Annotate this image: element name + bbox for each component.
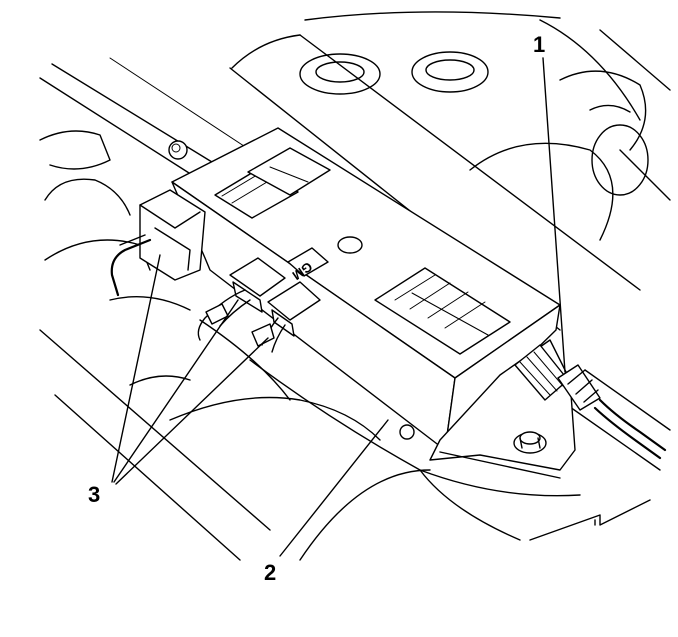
- leader-line-2: [279, 419, 389, 557]
- antenna-cable-connector: [514, 344, 667, 460]
- leader-lines: [111, 57, 566, 557]
- leader-line-3a: [111, 254, 161, 483]
- callout-3: 3: [88, 482, 100, 507]
- leader-line-3c: [115, 337, 269, 485]
- callout-labels: 1 2 3: [88, 32, 545, 585]
- callout-1: 1: [533, 32, 545, 57]
- leader-line-1: [542, 57, 566, 373]
- control-module: GM: [110, 127, 576, 479]
- callout-2: 2: [264, 560, 276, 585]
- engine-background: [39, 11, 671, 561]
- leader-line-3b: [113, 299, 239, 483]
